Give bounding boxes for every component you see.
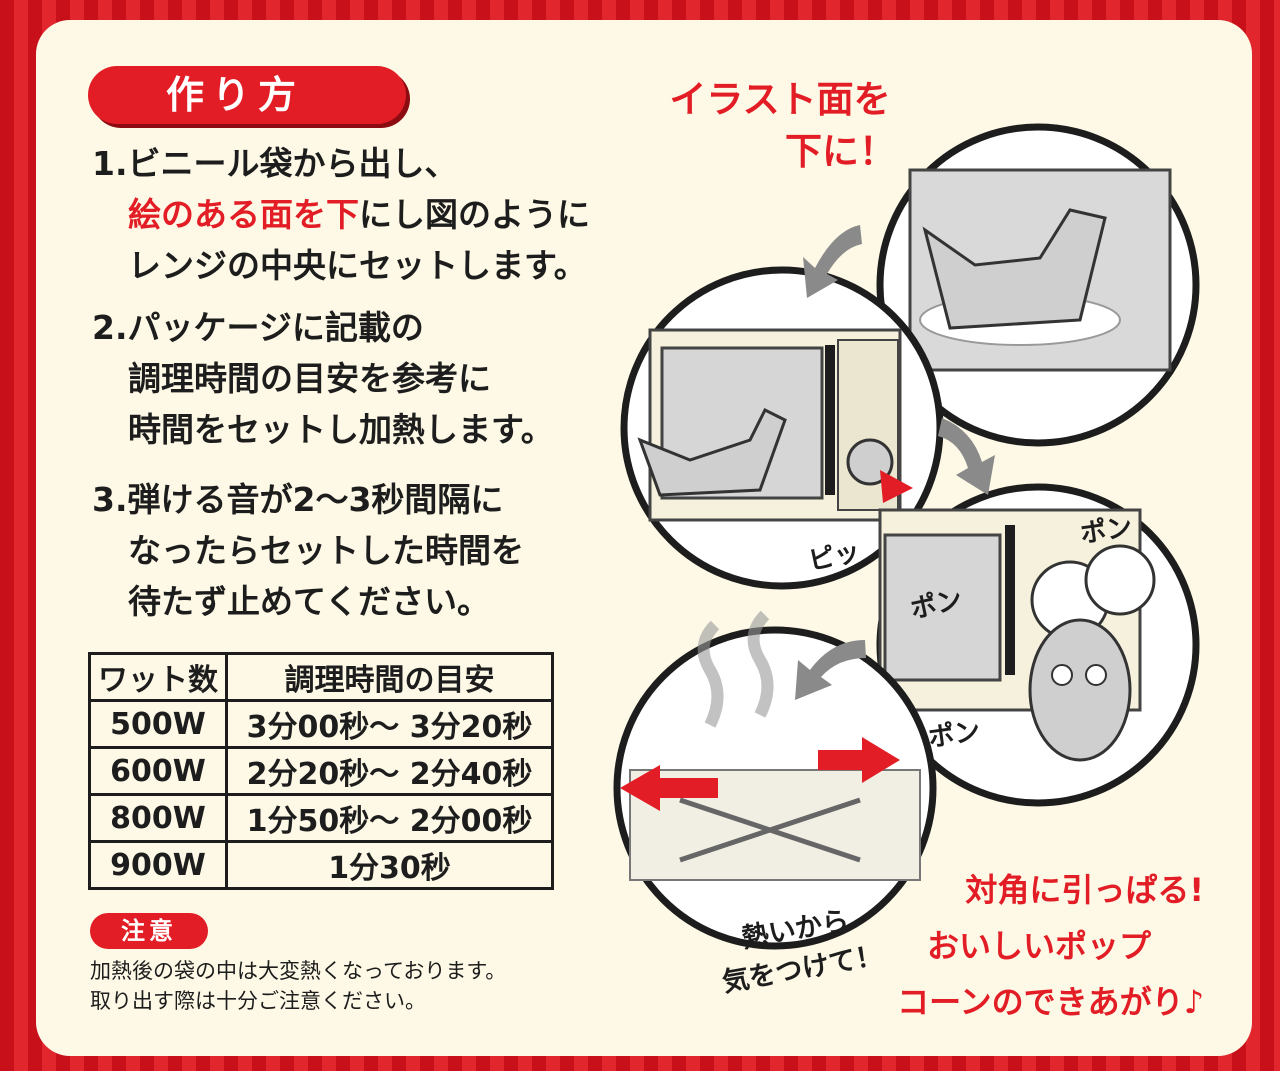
pull-note-line: おいしいポップ xyxy=(926,927,1151,965)
step-line: なったらセットした時間を xyxy=(92,525,524,576)
caution-line: 取り出す際は十分ご注意ください。 xyxy=(90,989,426,1013)
pop-label: ポン xyxy=(926,716,983,754)
flow-arrow-icon xyxy=(803,225,862,298)
header-watt: ワット数 xyxy=(88,652,228,702)
pull-arrow-left-icon xyxy=(620,765,718,811)
section-title: 作り方 xyxy=(88,66,406,124)
pull-note-line: 対角に引っぱる! xyxy=(965,871,1204,909)
step-text: 弾ける音が2〜3秒間隔に xyxy=(127,480,504,519)
step-text: レンジの中央にセットします。 xyxy=(128,246,587,285)
flow-arrow-icon xyxy=(938,418,995,495)
step-number: 2. xyxy=(92,308,128,347)
watt-cell: 500W xyxy=(88,699,228,749)
step-text: 待たず止めてください。 xyxy=(128,582,491,621)
pop-label: ポン xyxy=(1078,512,1135,550)
watt-cell: 800W xyxy=(88,793,228,843)
cooking-time-table: ワット数 調理時間の目安 500W 3分00秒〜 3分20秒 600W 2分20… xyxy=(88,652,554,890)
step-line: 待たず止めてください。 xyxy=(92,576,524,627)
flow-arrow-icon xyxy=(795,640,866,700)
caution-text: 加熱後の袋の中は大変熱くなっております。 取り出す際は十分ご注意ください。 xyxy=(90,956,506,1016)
step-1: 1.ビニール袋から出し、絵のある面を下にし図のようにレンジの中央にセットします。 xyxy=(92,138,590,291)
step-line: 3.弾ける音が2〜3秒間隔に xyxy=(92,474,524,525)
table-row: 900W 1分30秒 xyxy=(88,840,554,890)
time-cell: 1分50秒〜 2分00秒 xyxy=(225,793,554,843)
step-line: 1.ビニール袋から出し、 xyxy=(92,138,590,189)
caution-line: 加熱後の袋の中は大変熱くなっております。 xyxy=(90,959,507,983)
pull-note-line: コーンのできあがり♪ xyxy=(897,983,1204,1021)
step-text: 時間をセットし加熱します。 xyxy=(128,410,554,449)
step-text: にし図のように xyxy=(359,195,590,234)
step-text: ビニール袋から出し、 xyxy=(127,144,458,183)
pull-note: 対角に引っぱる! おいしいポップ コーンのできあがり♪ xyxy=(874,862,1204,1030)
time-cell: 1分30秒 xyxy=(225,840,554,890)
caution-badge: 注意 xyxy=(90,913,208,949)
step-line: 調理時間の目安を参考に xyxy=(92,353,554,404)
step-circle-pulling xyxy=(613,610,937,950)
step-3: 3.弾ける音が2〜3秒間隔になったらセットした時間を待たず止めてください。 xyxy=(92,474,524,627)
step-line: 2.パッケージに記載の xyxy=(92,302,554,353)
time-cell: 2分20秒〜 2分40秒 xyxy=(225,746,554,796)
step-number: 3. xyxy=(92,480,128,519)
pointer-arrow-icon xyxy=(880,470,913,503)
pull-arrow-right-icon xyxy=(818,737,900,783)
table-row: 600W 2分20秒〜 2分40秒 xyxy=(88,746,554,796)
step-line: レンジの中央にセットします。 xyxy=(92,240,590,291)
highlight-text: 絵のある面を下 xyxy=(128,195,359,234)
step-circle-inside xyxy=(876,123,1200,447)
top-note-line: 下に！ xyxy=(785,130,896,173)
step-text: なったらセットした時間を xyxy=(128,531,524,570)
step-2: 2.パッケージに記載の調理時間の目安を参考に時間をセットし加熱します。 xyxy=(92,302,554,455)
watt-cell: 600W xyxy=(88,746,228,796)
step-number: 1. xyxy=(92,144,128,183)
popcorn-bag-icon xyxy=(922,208,1107,330)
time-cell: 3分00秒〜 3分20秒 xyxy=(225,699,554,749)
step-text: 調理時間の目安を参考に xyxy=(128,359,491,398)
table-row: 800W 1分50秒〜 2分00秒 xyxy=(88,793,554,843)
table-header-row: ワット数 調理時間の目安 xyxy=(88,652,554,702)
mascot-icon xyxy=(1028,618,1132,762)
watt-cell: 900W xyxy=(88,840,228,890)
microwave-illustration xyxy=(613,123,1200,950)
step-line: 時間をセットし加熱します。 xyxy=(92,404,554,455)
table-row: 500W 3分00秒〜 3分20秒 xyxy=(88,699,554,749)
top-note-line: イラスト面を xyxy=(669,78,891,121)
step-text: パッケージに記載の xyxy=(127,308,424,347)
step-circle-front xyxy=(620,266,944,590)
step-line: 絵のある面を下にし図のように xyxy=(92,189,590,240)
top-note: イラスト面を 下に！ xyxy=(664,74,896,178)
step-circle-popping xyxy=(876,483,1200,807)
header-time: 調理時間の目安 xyxy=(225,652,554,702)
